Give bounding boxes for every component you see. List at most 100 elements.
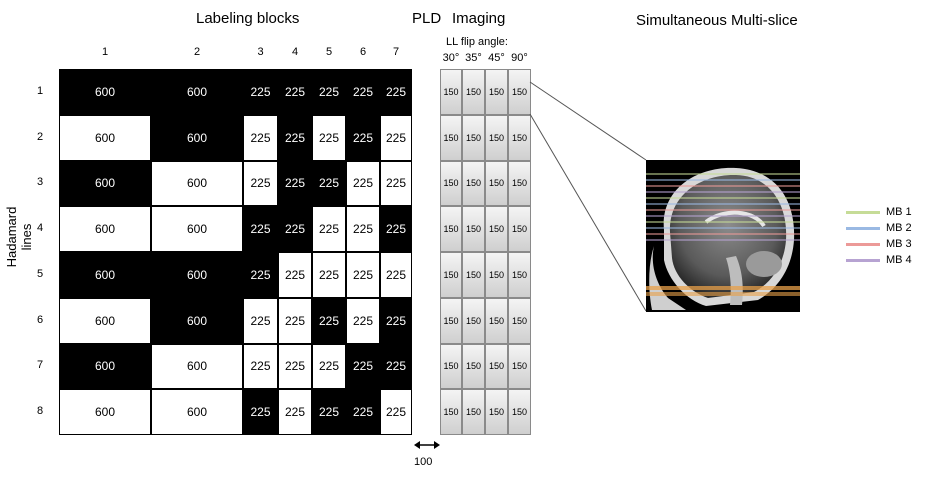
imaging-cell: 150	[485, 69, 508, 115]
flip-angle-label: 35°	[465, 52, 482, 64]
labeling-block-cell: 225	[312, 160, 346, 207]
column-header: 2	[193, 46, 201, 58]
row-label: 2	[36, 130, 44, 143]
labeling-block-cell: 600	[59, 389, 151, 435]
labeling-block-cell: 225	[243, 160, 278, 207]
labeling-block-cell: 225	[380, 343, 412, 390]
pld-double-arrow-icon	[414, 441, 440, 449]
imaging-cell: 150	[462, 206, 485, 252]
labeling-block-cell: 600	[59, 69, 151, 115]
labeling-block-cell: 225	[346, 69, 380, 115]
imaging-cell: 150	[508, 343, 531, 390]
imaging-cell: 150	[508, 114, 531, 161]
column-header: 6	[359, 46, 367, 58]
labeling-block-cell: 225	[380, 69, 412, 115]
column-header: 7	[392, 46, 400, 58]
legend-label: MB 4	[886, 254, 912, 266]
labeling-block-cell: 225	[312, 252, 346, 298]
labeling-block-cell: 600	[151, 297, 243, 344]
labeling-block-cell: 600	[151, 206, 243, 252]
column-header: 4	[291, 46, 299, 58]
labeling-block-cell: 225	[346, 297, 380, 344]
labeling-block-cell: 225	[346, 160, 380, 207]
imaging-cell: 150	[440, 160, 462, 207]
legend-swatch	[846, 226, 880, 230]
row-label: 1	[36, 84, 44, 97]
imaging-cell: 150	[462, 160, 485, 207]
labeling-block-cell: 225	[278, 69, 312, 115]
row-label: 8	[36, 405, 44, 418]
labeling-block-cell: 225	[243, 252, 278, 298]
labeling-block-cell: 600	[59, 160, 151, 207]
imaging-cell: 150	[508, 69, 531, 115]
labeling-block-cell: 225	[312, 343, 346, 390]
row-label: 5	[36, 267, 44, 280]
pld-title: PLD	[412, 10, 442, 27]
labeling-block-cell: 225	[380, 114, 412, 161]
row-label: 6	[36, 313, 44, 326]
sms-title: Simultaneous Multi-slice	[636, 12, 798, 29]
labeling-block-cell: 225	[243, 69, 278, 115]
labeling-block-cell: 600	[151, 160, 243, 207]
imaging-cell: 150	[485, 297, 508, 344]
legend-label: MB 2	[886, 222, 912, 234]
legend-item: MB 4	[846, 254, 912, 266]
labeling-block-cell: 225	[346, 206, 380, 252]
labeling-block-cell: 600	[59, 343, 151, 390]
labeling-block-cell: 600	[151, 252, 243, 298]
labeling-block-cell: 225	[243, 206, 278, 252]
imaging-cell: 150	[485, 252, 508, 298]
flip-angle-label: 90°	[511, 52, 528, 64]
labeling-block-cell: 225	[278, 206, 312, 252]
pld-value: 100	[414, 456, 433, 468]
imaging-cell: 150	[485, 160, 508, 207]
row-label: 4	[36, 222, 44, 235]
labeling-block-cell: 225	[312, 206, 346, 252]
labeling-block-cell: 225	[380, 297, 412, 344]
imaging-title: Imaging	[452, 10, 506, 27]
labeling-block-cell: 225	[243, 389, 278, 435]
imaging-cell: 150	[508, 252, 531, 298]
labeling-block-cell: 600	[151, 69, 243, 115]
imaging-cell: 150	[485, 114, 508, 161]
labeling-block-cell: 225	[346, 343, 380, 390]
labeling-block-cell: 225	[243, 297, 278, 344]
labeling-block-cell: 225	[278, 114, 312, 161]
imaging-cell: 150	[440, 252, 462, 298]
imaging-cell: 150	[508, 297, 531, 344]
labeling-block-cell: 225	[278, 297, 312, 344]
labeling-block-cell: 225	[346, 389, 380, 435]
labeling-block-cell: 600	[151, 114, 243, 161]
legend-swatch	[846, 258, 880, 262]
column-header: 3	[257, 46, 264, 58]
imaging-cell: 150	[508, 160, 531, 207]
labeling-block-cell: 225	[346, 252, 380, 298]
imaging-cell: 150	[440, 343, 462, 390]
legend-swatch	[846, 210, 880, 214]
labeling-block-cell: 225	[346, 114, 380, 161]
labeling-block-cell: 225	[312, 114, 346, 161]
flip-angle-label: LL flip angle:	[446, 36, 508, 48]
brain-mri-sagittal-image	[646, 160, 800, 312]
imaging-cell: 150	[440, 69, 462, 115]
imaging-cell: 150	[440, 206, 462, 252]
row-label: 3	[36, 176, 44, 189]
labeling-block-cell: 225	[380, 206, 412, 252]
imaging-cell: 150	[462, 343, 485, 390]
legend-item: MB 3	[846, 238, 912, 250]
labeling-block-cell: 225	[243, 114, 278, 161]
imaging-cell: 150	[508, 389, 531, 435]
legend-label: MB 1	[886, 206, 912, 218]
labeling-block-cell: 225	[243, 343, 278, 390]
labeling-block-cell: 225	[278, 389, 312, 435]
flip-angle-label: 45°	[488, 52, 505, 64]
imaging-cell: 150	[440, 389, 462, 435]
labeling-block-cell: 225	[278, 160, 312, 207]
labeling-block-cell: 225	[312, 297, 346, 344]
imaging-cell: 150	[440, 114, 462, 161]
imaging-cell: 150	[462, 297, 485, 344]
imaging-cell: 150	[485, 206, 508, 252]
column-header: 1	[101, 46, 109, 58]
imaging-cell: 150	[462, 114, 485, 161]
labeling-block-cell: 600	[151, 343, 243, 390]
